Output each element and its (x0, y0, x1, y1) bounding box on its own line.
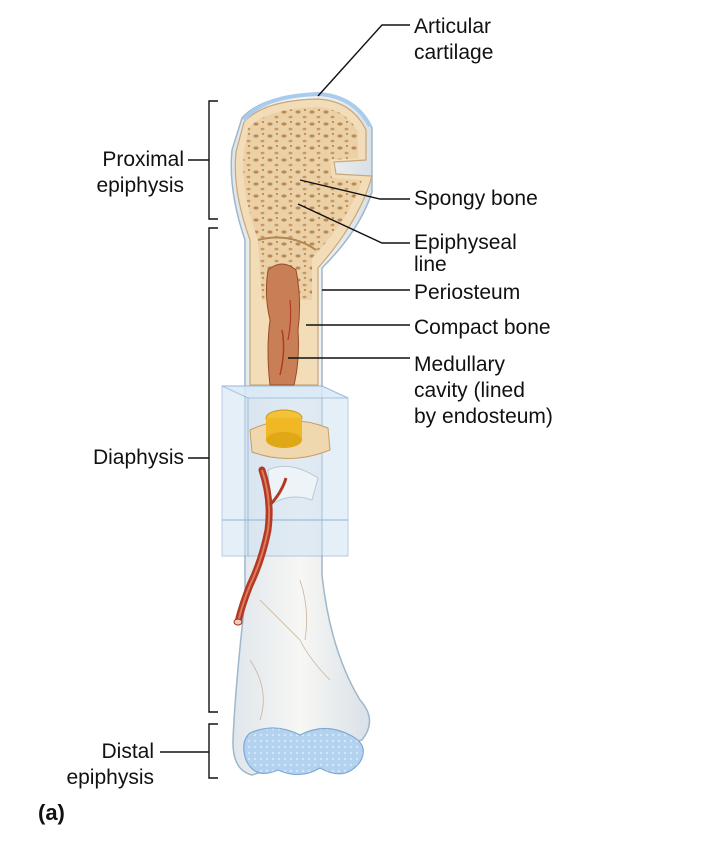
label-diaphysis: Diaphysis (93, 445, 184, 471)
label-line: Diaphysis (92, 446, 184, 469)
label-compact-bone: Compact bone (414, 315, 551, 341)
label-medullary-cavity: Medullary cavity (lined by endosteum) (414, 352, 553, 430)
label-line: line (414, 253, 447, 276)
diaphysis-bracket (188, 227, 218, 713)
label-line: Compact bone (414, 316, 551, 339)
label-line: Medullary (414, 353, 506, 376)
label-articular-cartilage: Articular cartilage (414, 14, 493, 66)
spongy-bone-region (243, 107, 362, 300)
panel-letter: (a) (38, 800, 65, 825)
label-line: Distal (101, 740, 154, 763)
label-line: Epiphyseal (414, 231, 517, 254)
leader-articular (317, 24, 410, 97)
label-line: Spongy bone (414, 187, 538, 210)
label-periosteum: Periosteum (414, 280, 520, 306)
nutrient-artery-highlight (237, 469, 271, 623)
vessel-branch (279, 329, 285, 376)
label-line: Articular (414, 15, 492, 38)
label-line: cartilage (414, 41, 494, 64)
callout-box-top (221, 385, 349, 399)
label-proximal-epiphysis: Proximal epiphysis (96, 147, 184, 199)
epiphyseal-line-shape (257, 236, 317, 251)
medullary-cavity-shape (265, 263, 301, 386)
leader-lines (288, 24, 410, 359)
label-line: Proximal (102, 148, 184, 171)
artery-branch (268, 477, 288, 507)
region-brackets (160, 100, 218, 779)
leader-spongy (299, 179, 410, 200)
label-line: cavity (lined (414, 379, 525, 402)
artery-cut-end (233, 618, 243, 626)
label-epiphyseal-line: Epiphyseal line (414, 230, 517, 278)
fibrous-tissue (267, 465, 319, 506)
proximal-cartilage-shape (242, 91, 372, 127)
marrow-core-bottom (266, 432, 302, 448)
label-line: epiphysis (96, 174, 184, 197)
distal-bracket (160, 723, 218, 779)
proximal-bracket (188, 100, 218, 220)
label-distal-epiphysis: Distal epiphysis (66, 739, 154, 791)
label-line: epiphysis (66, 766, 154, 789)
label-line: by endosteum) (414, 405, 553, 428)
label-line: Periosteum (414, 281, 521, 304)
distal-cartilage-shape (243, 727, 364, 776)
label-spongy-bone: Spongy bone (414, 186, 538, 212)
periosteal-vessels (249, 579, 331, 721)
vessel-branch (287, 299, 292, 341)
leader-epiphyseal (297, 203, 410, 244)
